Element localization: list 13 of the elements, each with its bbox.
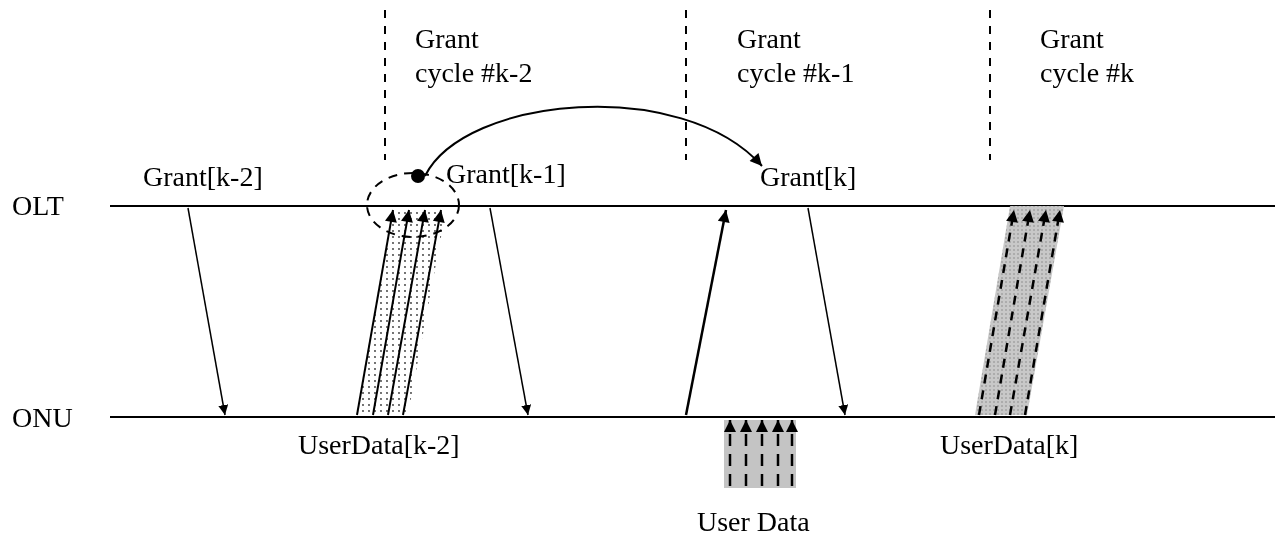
grant-label: Grant[k-2] (143, 160, 263, 194)
timeline-label: OLT (12, 189, 64, 223)
grant-label: Grant[k] (760, 160, 857, 194)
grant-label: Grant[k-1] (446, 157, 566, 191)
cycle-label: Grant cycle #k-1 (737, 22, 856, 90)
marker-dot (411, 169, 425, 183)
cycle-label: Grant cycle #k (1040, 22, 1136, 90)
data-label: UserData[k-2] (298, 428, 460, 462)
data-label: UserData[k] (940, 428, 1079, 462)
data-label: User Data (697, 505, 810, 539)
curved-arrow (424, 106, 763, 177)
cycle-label: Grant cycle #k-2 (415, 22, 534, 90)
timeline-label: ONU (12, 401, 73, 435)
